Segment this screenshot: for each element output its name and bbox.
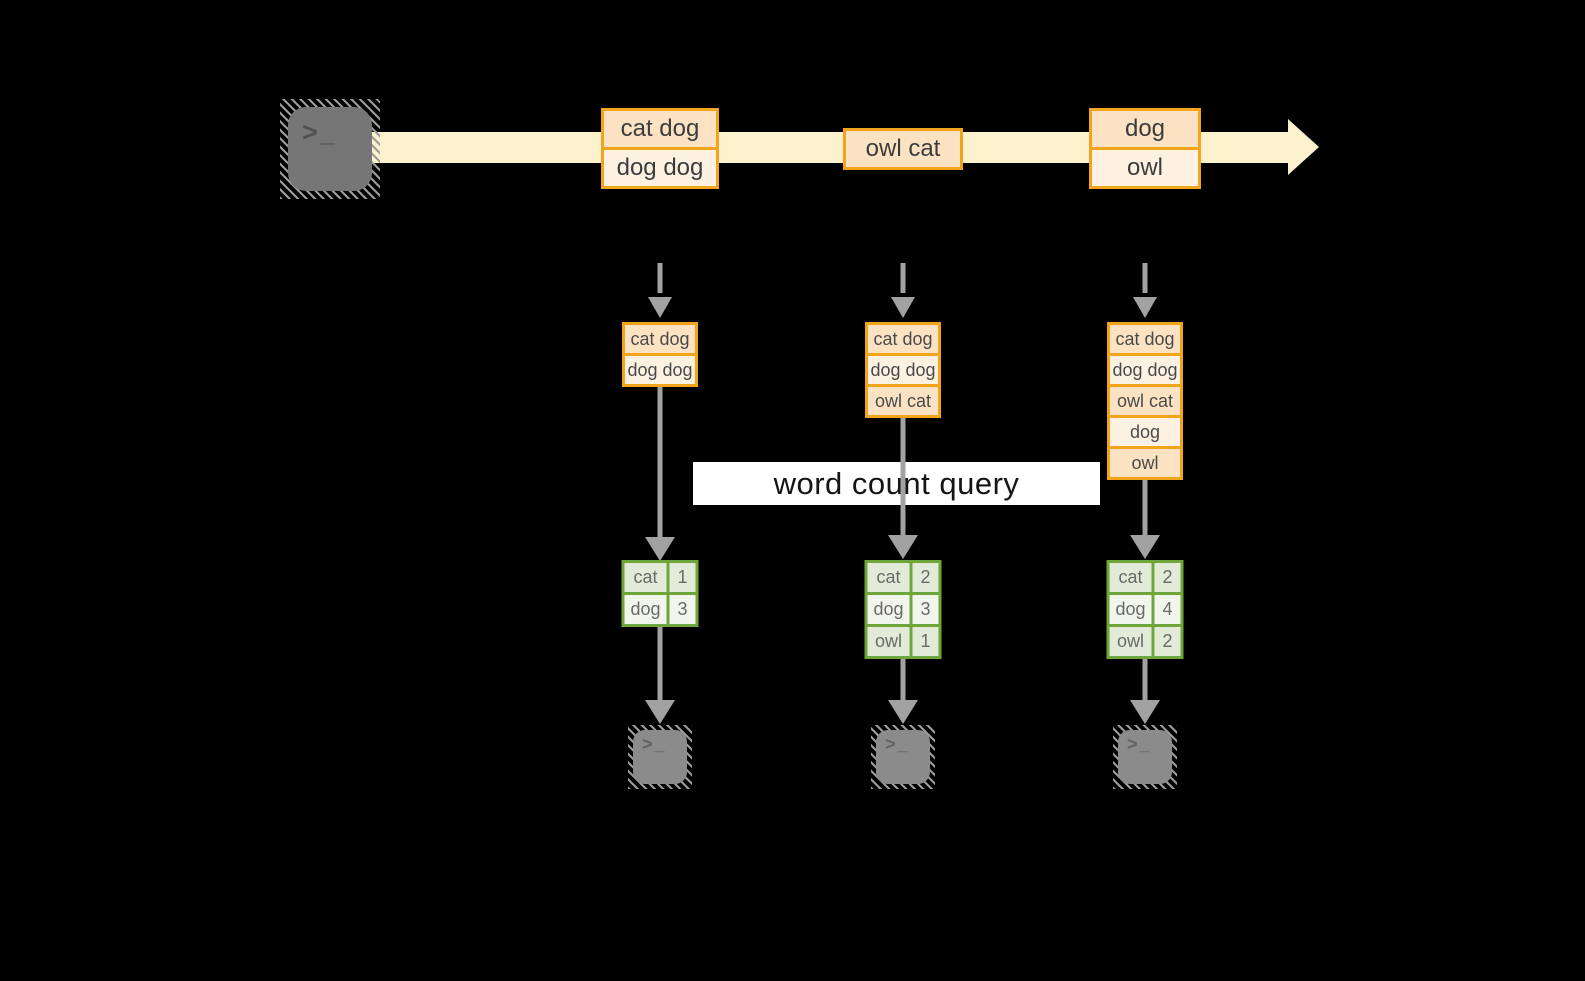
- state-stack-3: cat dog dog dog owl cat dog owl: [1107, 322, 1183, 480]
- dashed-arrow-head-icon: [1133, 297, 1157, 318]
- word-cell: cat: [867, 563, 910, 592]
- query-label: word count query: [773, 465, 1020, 501]
- sink-terminal-icon: >_: [1113, 725, 1177, 789]
- count-cell: 4: [1154, 595, 1181, 624]
- count-cell: 3: [669, 595, 696, 624]
- stream-record: owl: [1092, 147, 1198, 186]
- terminal-body: [1118, 730, 1172, 784]
- terminal-prompt-icon: >_: [642, 734, 667, 754]
- arrow-head-icon: [888, 700, 918, 724]
- terminal-body: [876, 730, 930, 784]
- terminal-prompt-icon: >_: [1127, 734, 1152, 754]
- state-stack-1: cat dog dog dog: [622, 322, 698, 387]
- word-cell: owl: [867, 627, 910, 656]
- terminal-prompt-icon: >_: [302, 117, 337, 147]
- source-terminal-icon: >_: [280, 99, 380, 199]
- arrow-line: [900, 659, 906, 700]
- count-table-1: cat 1 dog 3: [621, 560, 699, 627]
- terminal-body: [288, 107, 372, 191]
- count-table-2: cat 2 dog 3 owl 1: [864, 560, 942, 659]
- state-record: owl: [1110, 446, 1180, 477]
- dashed-arrow-line: [657, 263, 663, 293]
- word-cell: cat: [624, 563, 667, 592]
- count-cell: 3: [912, 595, 939, 624]
- state-record: dog dog: [1110, 353, 1180, 384]
- arrow-head-icon: [1130, 535, 1160, 559]
- terminal-prompt-icon: >_: [885, 734, 910, 754]
- count-cell: 2: [1154, 563, 1181, 592]
- state-record: owl cat: [868, 384, 938, 415]
- stream-record: dog: [1092, 111, 1198, 147]
- arrow-line: [1142, 480, 1148, 535]
- stream-arrow-head-icon: [1288, 119, 1319, 175]
- count-cell: 2: [912, 563, 939, 592]
- stream-batch-1: cat dog dog dog: [601, 108, 719, 189]
- stream-record: dog dog: [604, 147, 716, 186]
- state-record: cat dog: [1110, 325, 1180, 353]
- dashed-arrow-head-icon: [648, 297, 672, 318]
- stream-batch-2: owl cat: [843, 128, 963, 170]
- word-cell: dog: [1109, 595, 1152, 624]
- state-record: dog dog: [625, 353, 695, 384]
- sink-terminal-icon: >_: [871, 725, 935, 789]
- state-record: dog: [1110, 415, 1180, 446]
- word-cell: dog: [867, 595, 910, 624]
- arrow-line: [900, 418, 906, 535]
- arrow-head-icon: [645, 700, 675, 724]
- sink-terminal-icon: >_: [628, 725, 692, 789]
- word-cell: cat: [1109, 563, 1152, 592]
- state-record: cat dog: [625, 325, 695, 353]
- stream-record: cat dog: [604, 111, 716, 147]
- dashed-arrow-line: [900, 263, 906, 293]
- count-cell: 1: [912, 627, 939, 656]
- count-cell: 1: [669, 563, 696, 592]
- arrow-head-icon: [1130, 700, 1160, 724]
- stream-batch-3: dog owl: [1089, 108, 1201, 189]
- word-cell: dog: [624, 595, 667, 624]
- state-record: dog dog: [868, 353, 938, 384]
- dashed-arrow-head-icon: [891, 297, 915, 318]
- state-record: cat dog: [868, 325, 938, 353]
- stream-record: owl cat: [846, 131, 960, 167]
- count-cell: 2: [1154, 627, 1181, 656]
- arrow-line: [657, 387, 663, 537]
- word-cell: owl: [1109, 627, 1152, 656]
- arrow-head-icon: [645, 537, 675, 561]
- dashed-arrow-line: [1142, 263, 1148, 293]
- terminal-body: [633, 730, 687, 784]
- arrow-line: [1142, 659, 1148, 700]
- state-record: owl cat: [1110, 384, 1180, 415]
- arrow-head-icon: [888, 535, 918, 559]
- arrow-line: [657, 627, 663, 700]
- query-label-band: word count query: [693, 462, 1100, 505]
- state-stack-2: cat dog dog dog owl cat: [865, 322, 941, 418]
- count-table-3: cat 2 dog 4 owl 2: [1106, 560, 1184, 659]
